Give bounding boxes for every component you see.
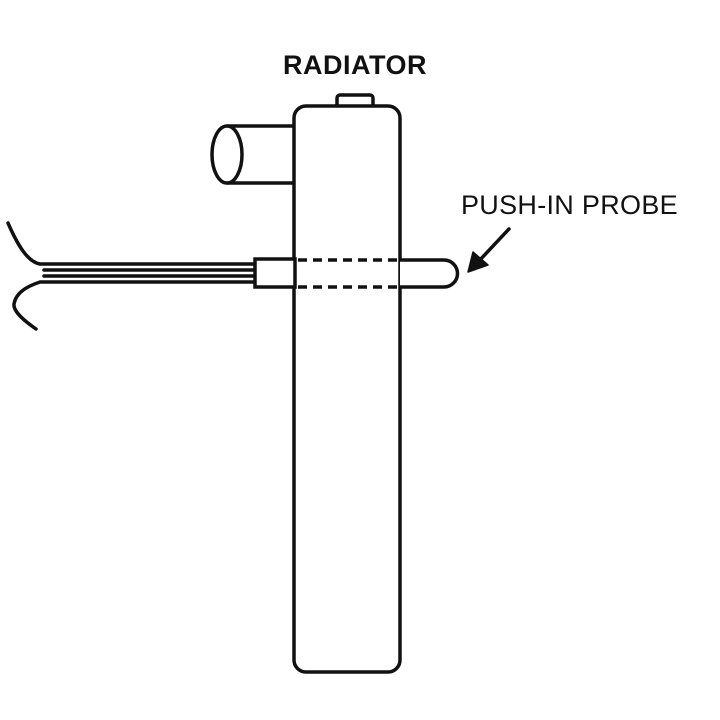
- probe-cable: [6, 221, 257, 331]
- probe-pointer-arrow: [467, 227, 511, 273]
- radiator-inlet-pipe: [210, 124, 298, 185]
- radiator-body: [292, 104, 402, 674]
- probe-hidden-section: [298, 258, 398, 289]
- probe-tip: [400, 258, 460, 289]
- pipe-opening: [210, 124, 244, 185]
- probe-sleeve: [253, 257, 297, 289]
- probe-label: PUSH-IN PROBE: [461, 190, 678, 220]
- radiator-title: RADIATOR: [283, 50, 427, 80]
